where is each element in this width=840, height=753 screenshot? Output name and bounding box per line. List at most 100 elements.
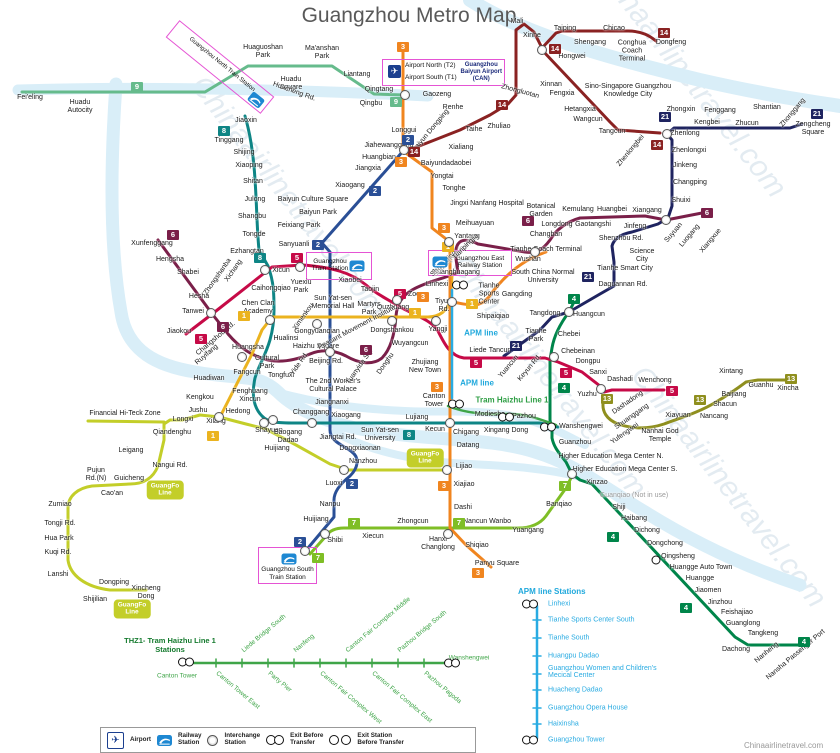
- apm-station-label: Huangpu Dadao: [548, 652, 599, 660]
- railway-icon: [247, 91, 266, 109]
- line-badge: 5: [291, 253, 303, 263]
- station-label: Science City: [629, 248, 655, 263]
- station-label: Shabei: [177, 269, 199, 277]
- interchange-icon: [596, 384, 606, 394]
- line-badge: 3: [397, 42, 409, 52]
- legend-exit-station-label: Exit Station Before Transfer: [357, 732, 404, 746]
- station-label: Zengcheng Square: [795, 121, 831, 136]
- line-badge: 21: [582, 272, 594, 282]
- line-14-path: [540, 48, 662, 135]
- interchange-icon: [312, 319, 322, 329]
- station-label: Xinnan: [540, 81, 562, 89]
- station-label: Banqiao: [546, 501, 572, 509]
- station-label: Haizhu Square: [292, 343, 340, 351]
- line-badge: 5: [394, 289, 406, 299]
- line-badge: 7: [348, 518, 360, 528]
- station-label: Xintang: [719, 368, 743, 376]
- interchange-icon: [268, 415, 278, 425]
- exit-transfer-icon: [178, 657, 194, 667]
- station-label: Cultural Park: [254, 355, 280, 370]
- airport-south-label: Airport South (T1): [405, 74, 457, 81]
- station-label: Dongpu: [575, 358, 601, 366]
- line-badge: 6: [167, 230, 179, 240]
- station-label: South China Normal University: [511, 269, 575, 284]
- apm-station-label: Guangzhou Women and Children's Mecical C…: [548, 665, 657, 679]
- interchange-icon: [260, 265, 270, 275]
- interchange-icon: [392, 295, 402, 305]
- line-badge: 2: [402, 135, 414, 145]
- station-label: Feishajiao: [721, 609, 753, 617]
- interchange-icon: [295, 262, 305, 272]
- interchange-icon: [325, 347, 335, 357]
- station-label: Xiaoping: [235, 162, 263, 170]
- guangfo-line-path: [86, 419, 166, 424]
- apm-station-label: Guangzhou Opera House: [548, 704, 628, 712]
- station-label: Tangcun: [598, 128, 626, 136]
- interchange-icon: [320, 529, 330, 539]
- station-label: Higher Education Mega Center N.: [558, 453, 664, 461]
- station-label: Datang: [456, 442, 480, 450]
- apm-station-label: Guangzhou Tower: [548, 736, 605, 744]
- line-21-path: [502, 122, 804, 358]
- exit-transfer-icon: [448, 399, 464, 409]
- interchange-icon: [444, 237, 454, 247]
- station-label: Xicun: [272, 267, 290, 275]
- station-label: Martyrs Park: [357, 301, 381, 316]
- station-label: Canton Tower: [422, 393, 446, 408]
- line-badge: 14: [658, 28, 670, 38]
- line-badge: 5: [666, 386, 678, 396]
- station-label: Hanxi Changlong: [421, 536, 455, 551]
- station-label: Tongde: [242, 231, 266, 239]
- station-label: Gangding: [501, 291, 533, 299]
- station-label: Xiaogang: [335, 182, 365, 190]
- line-badge: 1: [409, 308, 421, 318]
- station-label: Xincheng Dong: [131, 585, 161, 600]
- station-label: Jinkeng: [672, 162, 698, 170]
- station-label: Huanghuagang: [432, 269, 480, 277]
- station-label: Dongshankou: [370, 327, 414, 335]
- station-label: Hesha: [188, 293, 210, 301]
- station-label: Hongwei: [558, 53, 586, 61]
- line-badge: 21: [811, 109, 823, 119]
- exit-transfer-icon: [522, 599, 538, 609]
- station-label: Panyu Square: [474, 560, 520, 568]
- station-label: Gaozeng: [422, 91, 452, 99]
- line-14-path: [540, 29, 658, 50]
- station-label: Qiandenghu: [152, 429, 192, 437]
- station-label: Higher Education Mega Center S.: [572, 466, 678, 474]
- legend-interchange-label: Interchange Station: [224, 732, 261, 746]
- station-label: Taiping: [553, 25, 577, 33]
- station-label: Fenghuang Xincun: [232, 388, 268, 403]
- interchange-icon: [300, 546, 310, 556]
- station-label: Wenchong: [638, 377, 672, 385]
- station-label: Quzhuang: [376, 304, 410, 312]
- line-badge: 1: [238, 311, 250, 321]
- station-label: Guanglong: [725, 620, 761, 628]
- tram-station-label: Wanshengwei: [448, 654, 490, 662]
- station-label: Xiangang: [632, 207, 662, 215]
- legend-airport-label: Airport: [130, 735, 151, 743]
- east-station-label: Guangzhou East Railway Station: [455, 255, 505, 270]
- line-badge: 2: [312, 240, 324, 250]
- station-label: Tangdong: [529, 310, 561, 318]
- south-station-label: Guangzhou South Train Station: [261, 566, 314, 581]
- station-label: Shijing: [233, 149, 255, 157]
- station-label: Huadiwan: [193, 375, 225, 383]
- station-label: Jushu: [188, 407, 208, 415]
- station-label: Sanyuanli: [278, 241, 310, 249]
- station-label: Caihongqiao: [251, 285, 291, 293]
- station-label: Hedong: [225, 408, 251, 416]
- station-label: Huadu Autocity: [67, 99, 93, 114]
- interchange-icon: [339, 465, 349, 475]
- station-label: Tianhe Coach Terminal: [510, 246, 582, 254]
- station-label: Fangcun: [233, 369, 261, 377]
- guangfo-line-badge: GuangFo Line: [406, 448, 444, 468]
- station-label: Changping: [673, 179, 707, 187]
- station-label: Sino-Singapore Guangzhou Knowledge City: [584, 83, 672, 98]
- station-label: Dashadi: [607, 376, 633, 384]
- station-label: Chebei: [557, 331, 581, 339]
- line-badge: 6: [522, 216, 534, 226]
- interchange-icon: [567, 469, 577, 479]
- station-label: Nanzhou: [348, 458, 378, 466]
- line-badge: 13: [694, 395, 706, 405]
